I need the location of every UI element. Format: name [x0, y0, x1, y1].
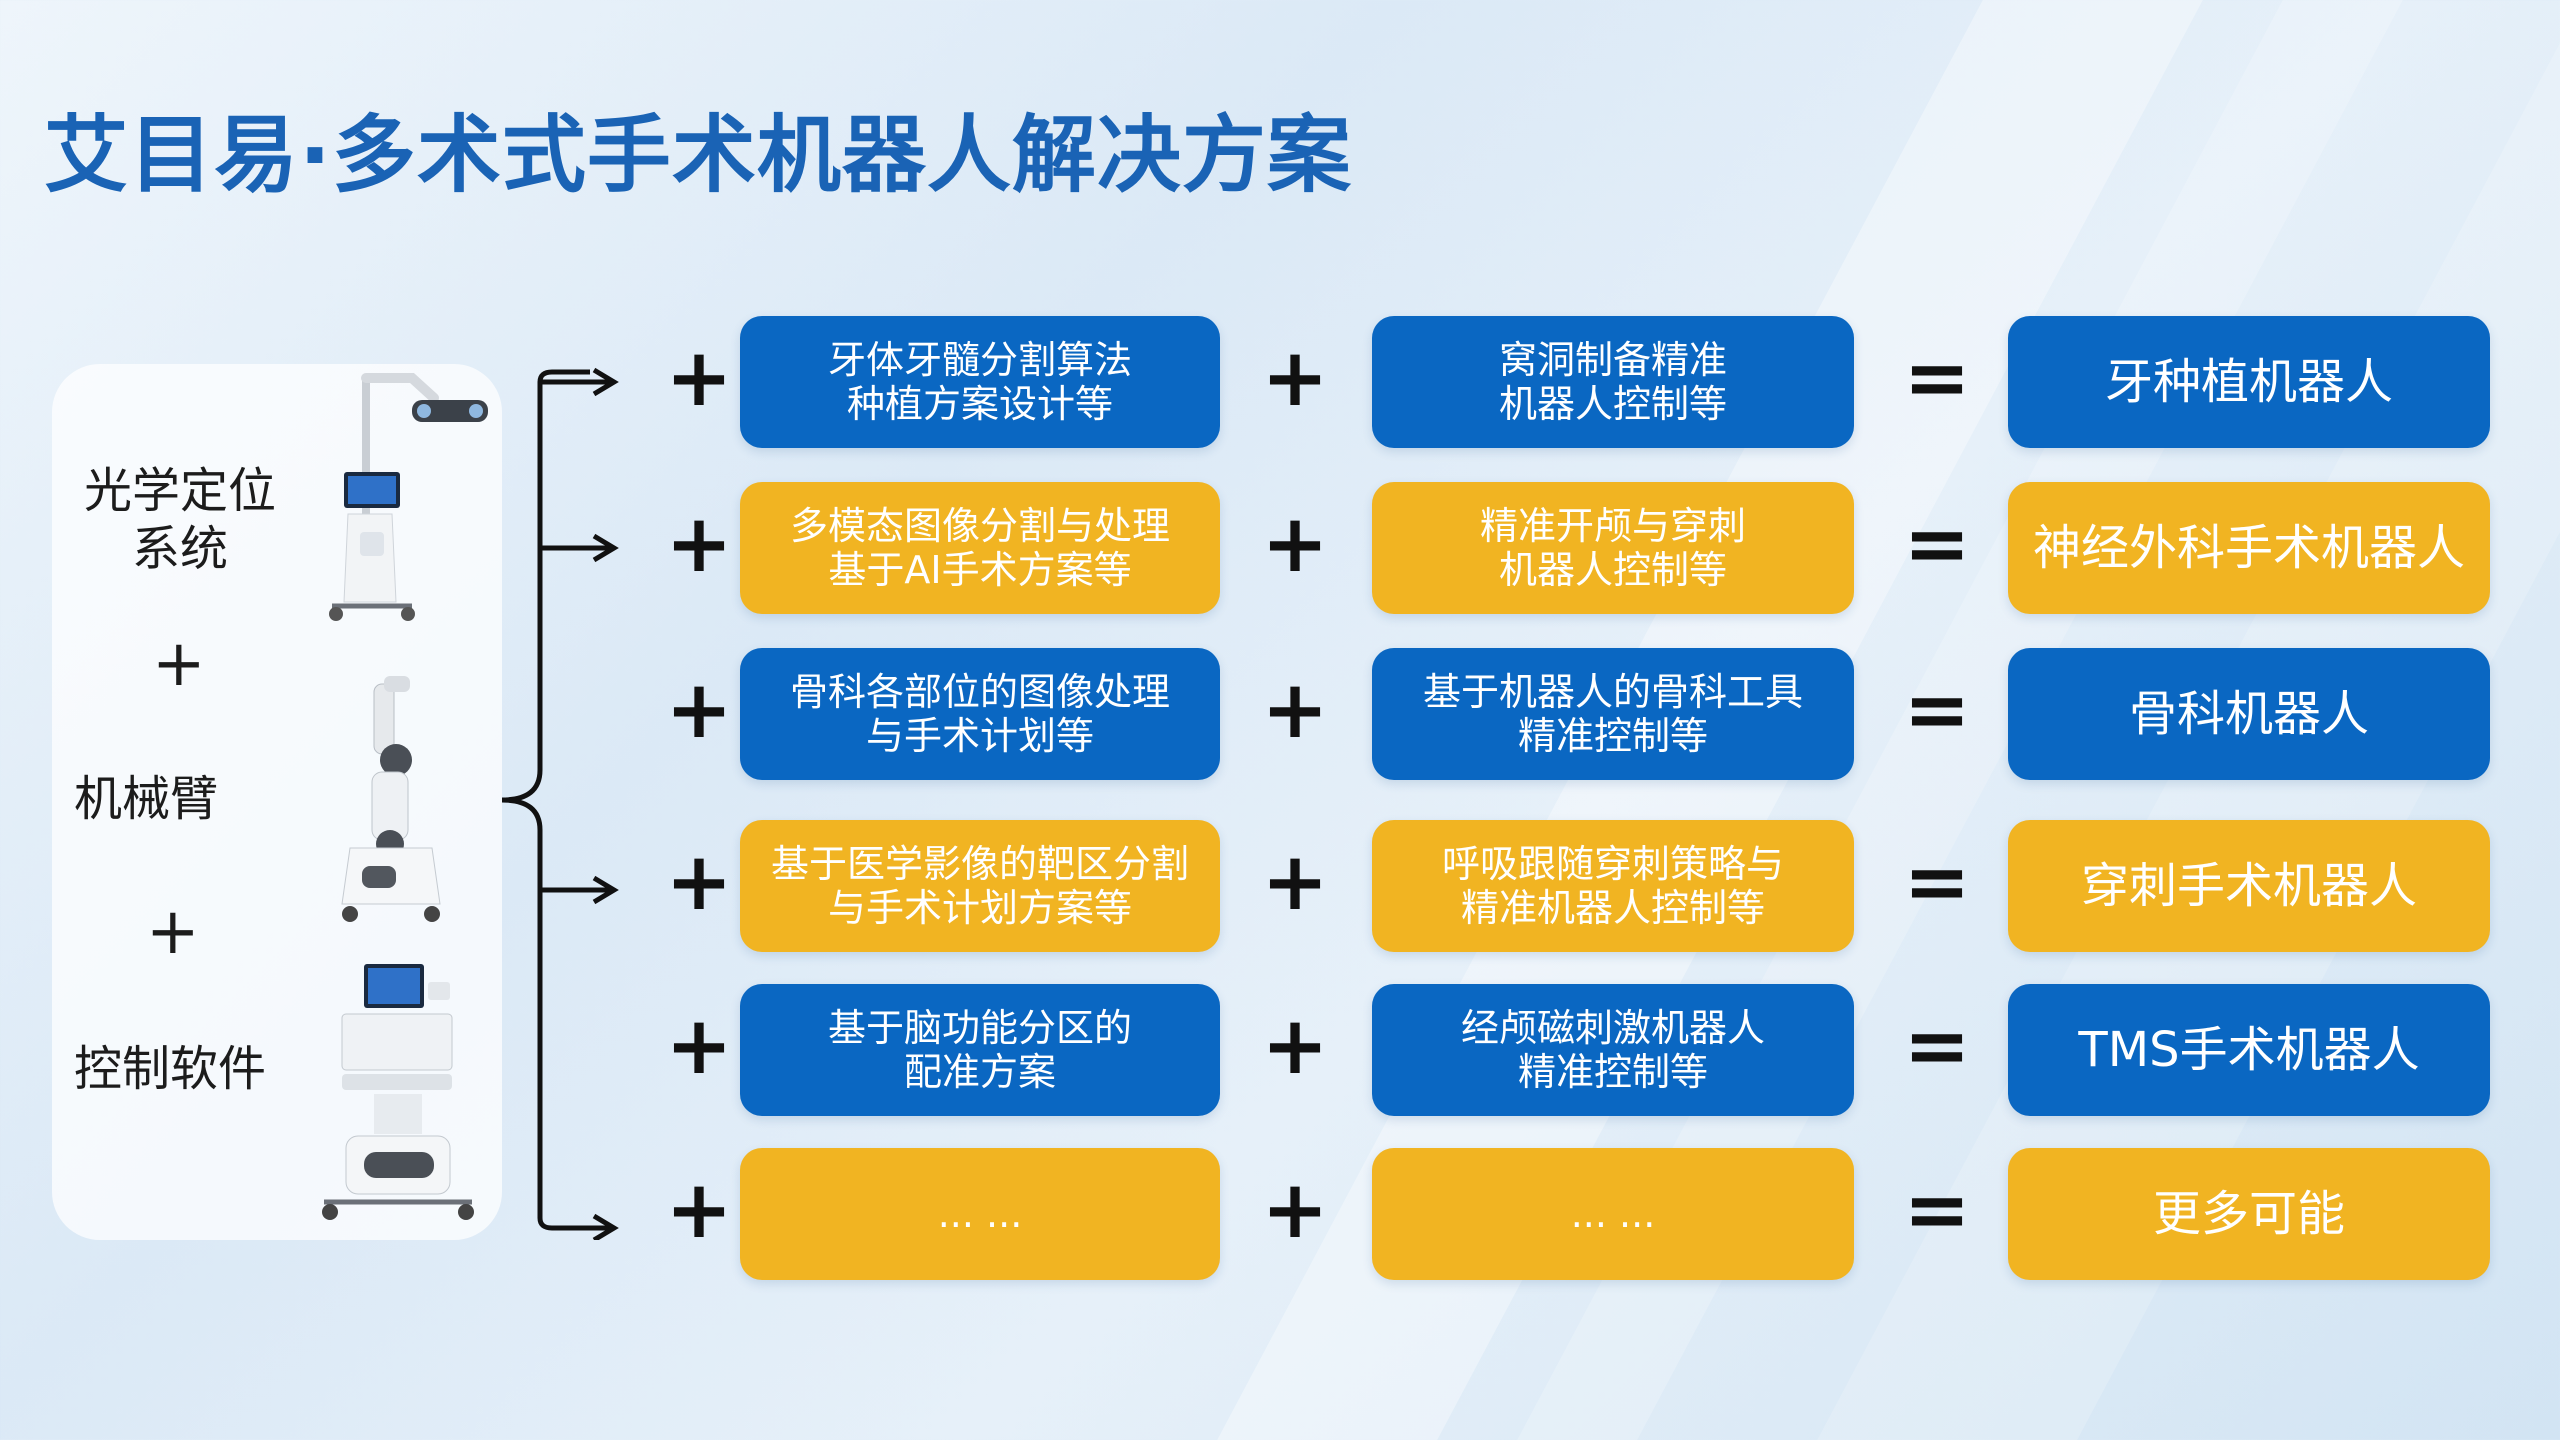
control-box: ... ...	[1372, 1148, 1854, 1280]
control-box-text: 精准开颅与穿刺 机器人控制等	[1479, 504, 1746, 592]
control-box: 基于机器人的骨科工具 精准控制等	[1372, 648, 1854, 780]
control-box: 窝洞制备精准 机器人控制等	[1372, 316, 1854, 448]
method-box-text: ... ...	[937, 1192, 1023, 1236]
method-box: 多模态图像分割与处理 基于AI手术方案等	[740, 482, 1220, 614]
equals-operator: =	[1903, 497, 1971, 590]
control-software-label: 控制软件	[74, 1041, 267, 1097]
method-box: 基于脑功能分区的 配准方案	[740, 984, 1220, 1116]
plus-operator: +	[665, 663, 733, 756]
arrow-head	[592, 1213, 619, 1240]
result-box-text: 神经外科手术机器人	[2032, 520, 2465, 576]
result-box-text: 更多可能	[2152, 1186, 2345, 1242]
result-box: 神经外科手术机器人	[2008, 482, 2490, 614]
equals-operator: =	[1903, 999, 1971, 1092]
method-box-text: 牙体牙髓分割算法 种植方案设计等	[827, 338, 1132, 426]
method-box: 骨科各部位的图像处理 与手术计划等	[740, 648, 1220, 780]
method-box-text: 基于脑功能分区的 配准方案	[827, 1006, 1132, 1094]
plus-operator: +	[1261, 835, 1329, 928]
plus-operator: +	[665, 497, 733, 590]
control-box-text: 呼吸跟随穿刺策略与 精准机器人控制等	[1441, 842, 1784, 930]
equals-operator: =	[1903, 663, 1971, 756]
method-box: 基于医学影像的靶区分割 与手术计划方案等	[740, 820, 1220, 952]
method-box-text: 基于医学影像的靶区分割 与手术计划方案等	[770, 842, 1189, 930]
equals-operator: =	[1903, 1163, 1971, 1256]
page-title: 艾目易·多术式手术机器人解决方案	[44, 106, 1352, 204]
control-box-text: 经颅磁刺激机器人 精准控制等	[1460, 1006, 1765, 1094]
method-box-text: 多模态图像分割与处理 基于AI手术方案等	[789, 504, 1170, 592]
optical-tracker-device-image	[329, 373, 488, 621]
method-box: 牙体牙髓分割算法 种植方案设计等	[740, 316, 1220, 448]
control-cart-device-image	[322, 964, 474, 1220]
result-box: TMS手术机器人	[2008, 984, 2490, 1116]
plus-sign: +	[146, 895, 200, 969]
control-box: 精准开颅与穿刺 机器人控制等	[1372, 482, 1854, 614]
plus-operator: +	[1261, 663, 1329, 756]
control-box-text: 基于机器人的骨科工具 精准控制等	[1422, 670, 1803, 758]
components-panel: 光学定位 系统 + 机械臂 + 控制软件	[52, 364, 502, 1240]
result-box: 牙种植机器人	[2008, 316, 2490, 448]
control-box: 呼吸跟随穿刺策略与 精准机器人控制等	[1372, 820, 1854, 952]
robotic-arm-label: 机械臂	[74, 771, 219, 827]
arrow-head	[592, 875, 619, 905]
plus-operator: +	[665, 1163, 733, 1256]
control-box-text: ... ...	[1570, 1192, 1656, 1236]
plus-operator: +	[665, 999, 733, 1092]
equals-operator: =	[1903, 835, 1971, 928]
plus-operator: +	[1261, 497, 1329, 590]
optical-system-label: 光学定位 系统	[84, 463, 277, 577]
plus-operator: +	[665, 835, 733, 928]
arrow-head	[592, 367, 619, 397]
plus-operator: +	[1261, 999, 1329, 1092]
result-box-text: 穿刺手术机器人	[2080, 858, 2417, 914]
method-box: ... ...	[740, 1148, 1220, 1280]
plus-operator: +	[1261, 331, 1329, 424]
plus-operator: +	[1261, 1163, 1329, 1256]
equals-operator: =	[1903, 331, 1971, 424]
result-box: 穿刺手术机器人	[2008, 820, 2490, 952]
arrow-head	[592, 533, 619, 563]
control-box-text: 窝洞制备精准 机器人控制等	[1498, 338, 1727, 426]
control-box: 经颅磁刺激机器人 精准控制等	[1372, 984, 1854, 1116]
result-box: 骨科机器人	[2008, 648, 2490, 780]
result-box-text: 骨科机器人	[2128, 686, 2369, 742]
brace-line	[501, 369, 590, 1231]
result-box: 更多可能	[2008, 1148, 2490, 1280]
result-box-text: 牙种植机器人	[2104, 354, 2393, 410]
result-box-text: TMS手术机器人	[2078, 1022, 2420, 1078]
plus-operator: +	[665, 331, 733, 424]
plus-sign: +	[152, 627, 206, 701]
brace-arrows-connector	[501, 367, 619, 1240]
robotic-arm-device-image	[341, 676, 441, 922]
method-box-text: 骨科各部位的图像处理 与手术计划等	[789, 670, 1170, 758]
